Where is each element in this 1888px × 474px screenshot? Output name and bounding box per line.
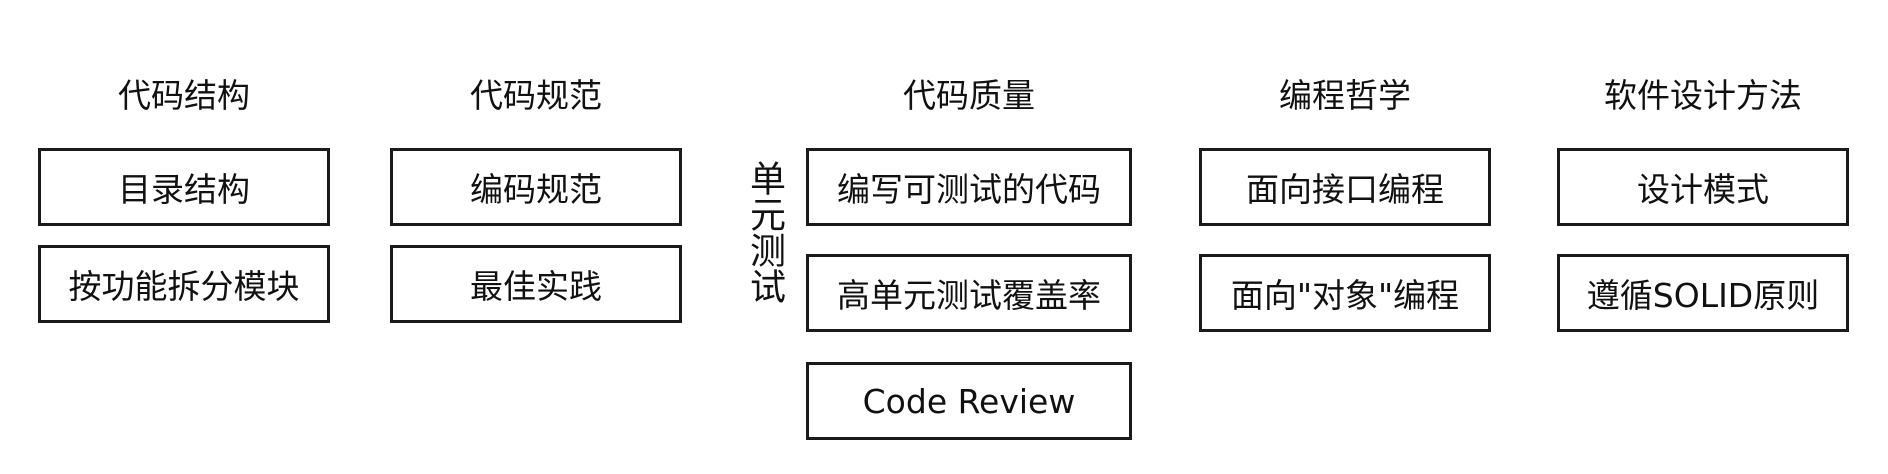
- box-label: 编写可测试的代码: [837, 170, 1101, 209]
- box-label: 目录结构: [118, 170, 250, 209]
- box-label: 高单元测试覆盖率: [837, 276, 1101, 315]
- box-design-patterns: 设计模式: [1557, 148, 1849, 226]
- box-high-test-coverage: 高单元测试覆盖率: [806, 254, 1132, 332]
- box-label: Code Review: [862, 381, 1076, 421]
- column-title-programming-philosophy: 编程哲学: [1279, 76, 1411, 115]
- unit-test-side-label: 单元测试: [744, 160, 785, 304]
- box-label: 面向"对象"编程: [1230, 276, 1460, 315]
- box-label: 设计模式: [1637, 170, 1769, 209]
- box-object-oriented-programming: 面向"对象"编程: [1199, 254, 1491, 332]
- column-title-code-quality: 代码质量: [903, 76, 1035, 115]
- box-write-testable-code: 编写可测试的代码: [806, 148, 1132, 226]
- box-coding-standards: 编码规范: [390, 148, 682, 226]
- column-title-code-standards: 代码规范: [470, 76, 602, 115]
- box-best-practices: 最佳实践: [390, 245, 682, 323]
- box-label: 遵循SOLID原则: [1586, 276, 1820, 315]
- box-split-modules-by-feature: 按功能拆分模块: [38, 245, 330, 323]
- box-interface-oriented-programming: 面向接口编程: [1199, 148, 1491, 226]
- box-follow-solid-principles: 遵循SOLID原则: [1557, 254, 1849, 332]
- column-title-software-design-methods: 软件设计方法: [1604, 76, 1802, 115]
- box-label: 最佳实践: [470, 267, 602, 306]
- column-title-code-structure: 代码结构: [118, 76, 250, 115]
- box-code-review: Code Review: [806, 362, 1132, 440]
- box-label: 编码规范: [470, 170, 602, 209]
- box-label: 按功能拆分模块: [68, 267, 300, 306]
- box-directory-structure: 目录结构: [38, 148, 330, 226]
- box-label: 面向接口编程: [1246, 170, 1444, 209]
